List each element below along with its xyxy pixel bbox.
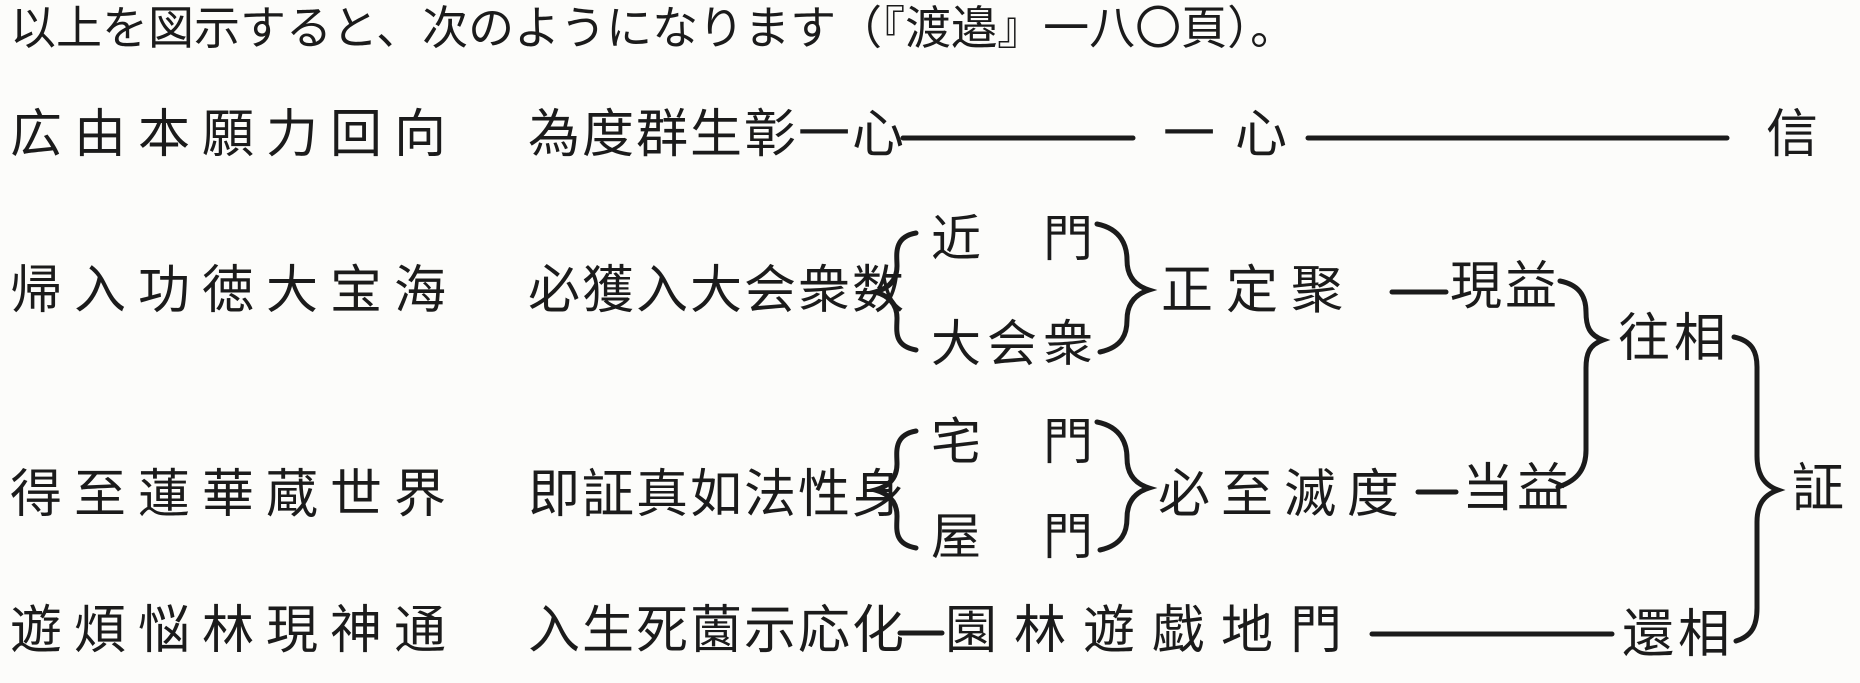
row4-verse-right: 入生死薗示応化 — [528, 603, 907, 660]
row1-verse-left: 広由本願力回向 — [10, 107, 459, 164]
row1-node-isshin: 一心 — [1163, 107, 1308, 164]
row2-verse-right: 必獲入大会衆数 — [528, 263, 907, 320]
label-sho: 証 — [1792, 461, 1845, 518]
row2-branch-top: 近 門 — [931, 211, 1099, 267]
row2-branch-bottom: 大会衆 — [931, 316, 1099, 372]
row2-verse-left: 帰入功徳大宝海 — [10, 263, 459, 320]
label-oso: 往相 — [1618, 311, 1731, 368]
row4-node-onrinyuge: 園林遊戯地門 — [945, 603, 1360, 660]
row1-result-shin: 信 — [1766, 107, 1819, 164]
row3-branch-bottom: 屋 門 — [931, 509, 1099, 565]
row3-verse-right: 即証真如法性身 — [528, 467, 907, 524]
row2-node-shojoju: 正定聚 — [1161, 263, 1357, 320]
row3-branch-top: 宅 門 — [931, 414, 1099, 470]
row3-node-hisshimetsudo: 必至滅度 — [1158, 467, 1411, 524]
brace-sho — [1731, 334, 1786, 644]
row2-brace-close — [1094, 221, 1158, 355]
brace-oso — [1555, 278, 1611, 490]
row4-result-genso: 還相 — [1622, 607, 1735, 664]
row3-brace-close — [1094, 419, 1158, 553]
row2-benefit-genyaku: 現益 — [1450, 259, 1561, 316]
row1-verse-right: 為度群生彰一心 — [528, 107, 907, 164]
row4-verse-left: 遊煩悩林現神通 — [10, 603, 459, 660]
row3-benefit-toyaku: 当益 — [1462, 461, 1573, 518]
row3-verse-left: 得至蓮華蔵世界 — [10, 467, 459, 524]
caption-text: 以上を図示すると、次のようになります（『渡邉』一八〇頁）。 — [10, 3, 1297, 54]
